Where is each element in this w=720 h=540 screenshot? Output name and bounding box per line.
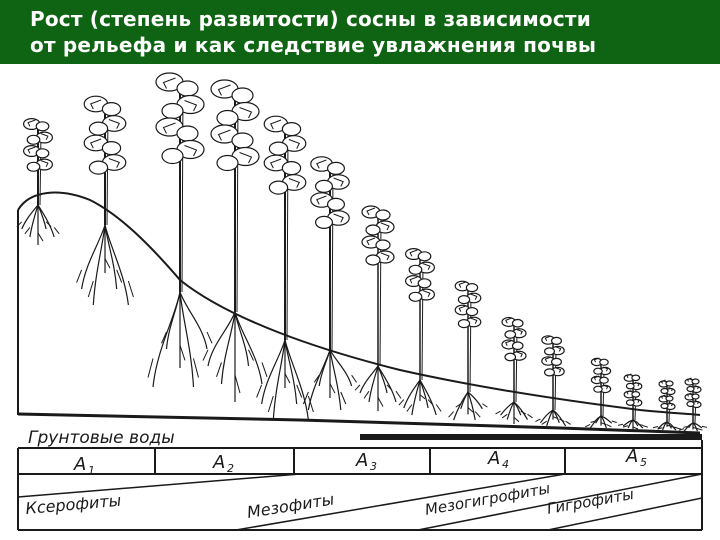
- groundwater-line: [17, 412, 701, 435]
- pine-tree: [147, 72, 213, 388]
- zone-a4-letter: A: [487, 448, 500, 469]
- pine-tree: [354, 205, 402, 411]
- zone-a4: A 4: [487, 448, 509, 471]
- pine-roots: [495, 401, 533, 424]
- base-bar: [360, 434, 702, 440]
- zone-a3-letter: A: [355, 450, 368, 471]
- pine-roots: [617, 419, 649, 430]
- title-line-2: от рельефа и как следствие увлажнения по…: [30, 33, 597, 57]
- pine-roots: [652, 421, 682, 431]
- title-banner: Рост (степень развитости) сосны в зависи…: [0, 0, 720, 64]
- pine-roots: [354, 365, 402, 411]
- pine-tree: [678, 377, 708, 432]
- pine-tree: [202, 79, 268, 402]
- pine-tree: [398, 248, 442, 416]
- pine-tree: [302, 156, 358, 411]
- pine-roots: [302, 349, 358, 411]
- plant-group-hygrophytes: Гигрофиты: [546, 485, 636, 518]
- zone-a1-letter: A: [73, 454, 86, 475]
- zone-a2-letter: A: [212, 452, 225, 473]
- pine-growth-diagram: Грунтовые воды A 1 A 2 A 3 A 4 A 5 Ксеро…: [16, 72, 708, 531]
- zone-a1-index: 1: [88, 464, 95, 477]
- pine-roots: [256, 339, 314, 421]
- pine-roots: [398, 379, 442, 416]
- pine-tree: [535, 335, 571, 427]
- groundwater-label: Грунтовые воды: [28, 428, 175, 448]
- pine-roots: [678, 422, 708, 432]
- plant-group-row: [17, 473, 703, 531]
- pine-tree: [652, 379, 682, 431]
- pine-tree: [495, 316, 533, 424]
- pine-trees: [16, 72, 708, 432]
- pine-roots: [584, 415, 617, 429]
- zone-a1: A 1: [73, 454, 95, 477]
- zone-a2: A 2: [212, 452, 234, 475]
- pine-roots: [147, 291, 213, 388]
- pine-roots: [16, 204, 60, 245]
- pine-tree: [448, 280, 488, 421]
- zone-a5: A 5: [625, 446, 647, 469]
- zone-a3: A 3: [355, 450, 377, 473]
- terrain-profile: [17, 191, 701, 416]
- pine-tree: [16, 117, 60, 245]
- zone-a2-index: 2: [227, 462, 234, 475]
- title-line-1: Рост (степень развитости) сосны в зависи…: [30, 7, 591, 31]
- pine-roots: [448, 391, 488, 421]
- pine-roots: [76, 224, 134, 306]
- pine-tree: [617, 373, 649, 430]
- pine-roots: [202, 311, 268, 402]
- plant-group-mesohygrophytes: Мезогигрофиты: [424, 479, 552, 519]
- pine-roots: [535, 409, 571, 427]
- zone-a4-index: 4: [502, 458, 509, 471]
- pine-tree: [256, 115, 314, 421]
- zone-a5-index: 5: [640, 456, 647, 469]
- zone-a5-letter: A: [625, 446, 638, 467]
- zone-a3-index: 3: [370, 460, 377, 473]
- plant-group-mesophytes: Мезофиты: [246, 489, 336, 522]
- pine-tree: [76, 95, 134, 306]
- pine-tree: [584, 357, 617, 429]
- zone-row: [17, 440, 703, 530]
